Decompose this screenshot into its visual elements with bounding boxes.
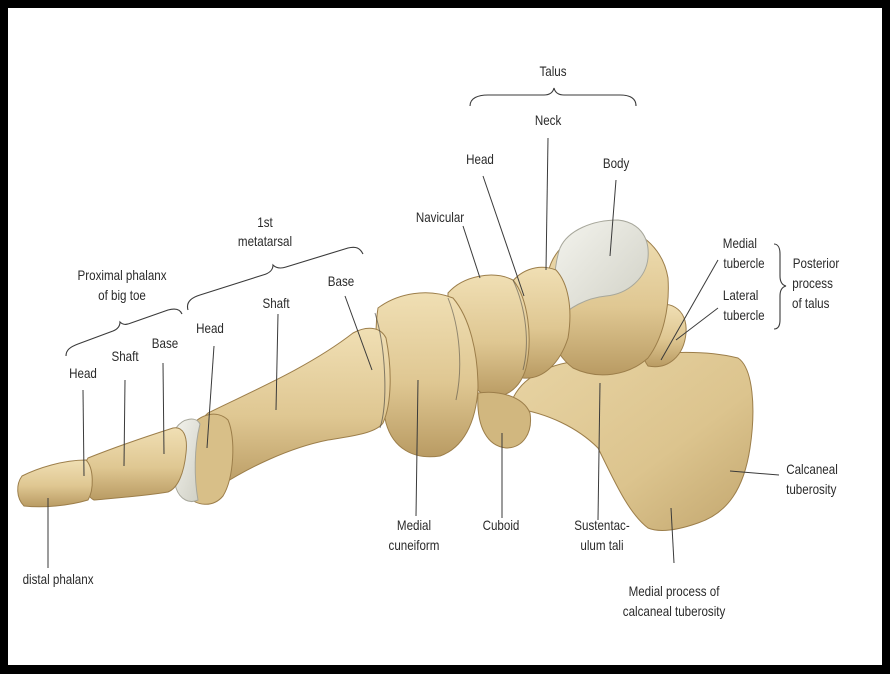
calcaneus-bone [513,352,753,530]
label-calcaneal-tuberosity-line1: Calcaneal [786,462,838,477]
label-talus: Talus [539,64,566,79]
label-calcaneal-tuberosity-line2: tuberosity [786,482,837,497]
label-medial-tubercle-line2: tubercle [723,256,764,271]
label-lateral-tubercle-line1: Lateral [723,288,758,303]
label-proximal-phalanx-line2: of big toe [98,288,146,303]
label-navicular: Navicular [416,210,464,225]
posterior-process-brace [774,244,786,329]
label-medial-tubercle-line1: Medial [723,236,757,251]
label-talus-head: Head [466,152,494,167]
label-phalanx-base: Base [152,336,178,351]
label-medial-cuneiform-line1: Medial [397,518,431,533]
label-medial-process-line2: calcaneal tuberosity [623,604,726,619]
proximal-phalanx-bone [84,428,187,500]
label-first-metatarsal-line1: 1st [257,215,273,230]
label-phalanx-shaft: Shaft [111,349,139,364]
label-metatarsal-head: Head [196,321,224,336]
label-talus-neck: Neck [535,113,562,128]
label-posterior-process-line1: Posterior [793,256,839,271]
label-sustentaculum-line2: ulum tali [580,538,623,553]
distal-phalanx-bone [18,460,93,507]
label-proximal-phalanx-line1: Proximal phalanx [78,268,168,283]
label-lateral-tubercle-line2: tubercle [723,308,764,323]
medial-cuneiform-bone [376,293,478,457]
label-phalanx-head: Head [69,366,97,381]
label-posterior-process-line3: of talus [792,296,829,311]
figure-frame: Talus Neck Head Body Navicular 1st metat… [8,8,882,665]
label-first-metatarsal-line2: metatarsal [238,234,292,249]
label-metatarsal-shaft: Shaft [262,296,290,311]
label-medial-cuneiform-line2: cuneiform [389,538,440,553]
label-sustentaculum-line1: Sustentac- [574,518,629,533]
label-talus-body: Body [603,156,630,171]
label-cuboid: Cuboid [483,518,520,533]
label-posterior-process-line2: process [792,276,833,291]
label-medial-process-line1: Medial process of [629,584,720,599]
foot-bones [18,220,753,530]
foot-skeleton-figure: Talus Neck Head Body Navicular 1st metat… [8,8,882,665]
label-metatarsal-base: Base [328,274,354,289]
label-distal-phalanx: distal phalanx [23,572,95,587]
talus-brace [470,88,636,106]
